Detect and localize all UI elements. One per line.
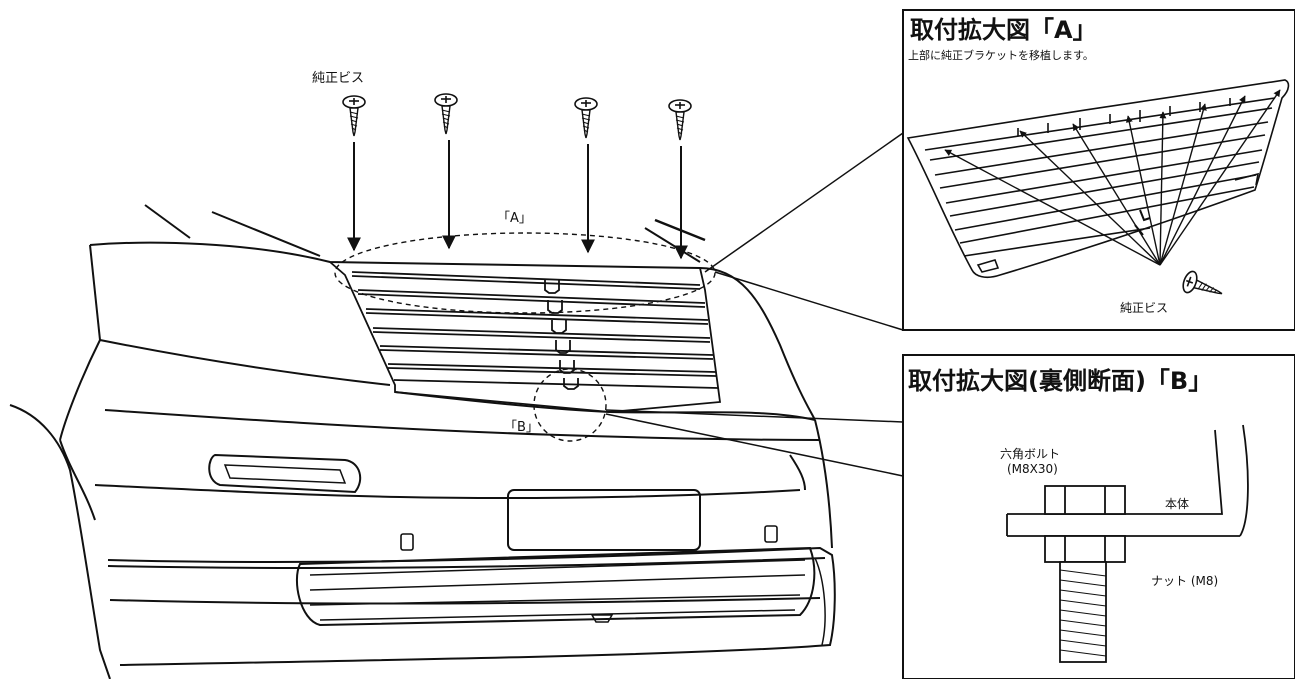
nut-label: ナット (M8) (1151, 574, 1218, 588)
bolt-label: 六角ボルト (1000, 447, 1060, 461)
callout-a-ellipse (334, 232, 716, 314)
screw-icon (668, 99, 692, 141)
screw-icon (574, 97, 598, 139)
callout-a-label: 「A」 (497, 211, 532, 226)
screw-icon (342, 95, 366, 137)
insert-arrows (347, 140, 688, 260)
detail-panel-b: 取付拡大図(裏側断面)「B」 六角ボルト (M8X30) 本体 ナット (M8) (902, 354, 1295, 679)
callout-b-label: 「B」 (504, 420, 539, 435)
rear-grille (329, 261, 722, 413)
screw-icon (434, 93, 458, 135)
detail-panel-a: 取付拡大図「A」 上部に純正ブラケットを移植します。 純正 (902, 9, 1295, 331)
panel-a-subtitle: 上部に純正ブラケットを移植します。 (908, 48, 1094, 62)
body-label: 本体 (1165, 497, 1189, 511)
bolt-nut-section (1006, 424, 1249, 663)
screw-label: 純正ビス (312, 71, 364, 86)
bracket-arrows (944, 89, 1281, 266)
callout-b-circle (533, 368, 607, 442)
leader-lines (605, 132, 904, 477)
panel-a-title: 取付拡大図「A」 (910, 16, 1097, 44)
car-rear-illustration (9, 204, 836, 679)
panel-a-screw-label: 純正ビス (1120, 301, 1168, 315)
panel-b-title: 取付拡大図(裏側断面)「B」 (908, 367, 1212, 395)
bolt-size-label: (M8X30) (1007, 462, 1058, 476)
grille-detail (906, 79, 1290, 278)
